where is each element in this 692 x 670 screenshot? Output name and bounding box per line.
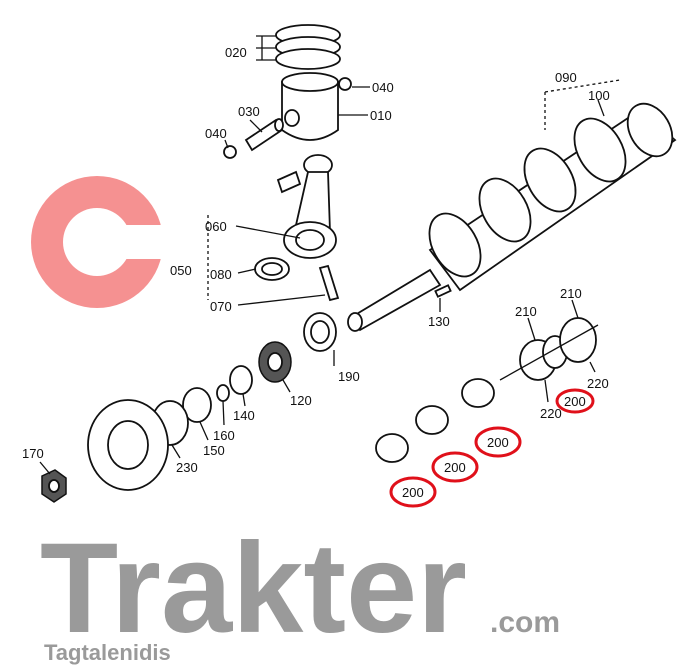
label-100: 100 — [588, 88, 610, 103]
watermark-tagline: Tagtalenidis — [44, 640, 171, 665]
label-020: 020 — [225, 45, 247, 60]
piston-pin — [223, 118, 284, 159]
crankshaft — [347, 102, 677, 332]
label-140: 140 — [233, 408, 255, 423]
label-190: 190 — [338, 369, 360, 384]
label-160: 160 — [213, 428, 235, 443]
label-040-left: 040 — [205, 126, 227, 141]
label-030: 030 — [238, 104, 260, 119]
label-060: 060 — [205, 219, 227, 234]
leader-lines — [39, 35, 621, 475]
label-200: 200 — [402, 485, 424, 500]
connecting-rod — [254, 154, 340, 302]
highlight-200-2: 200 — [474, 426, 522, 458]
highlight-200-4: 200 — [389, 476, 437, 508]
label-200: 200 — [444, 460, 466, 475]
label-220-left: 220 — [540, 406, 562, 421]
front-parts — [41, 312, 337, 503]
label-200: 200 — [487, 435, 509, 450]
highlight-200-3: 200 — [431, 451, 479, 483]
highlight-200-1: 200 — [555, 388, 595, 414]
label-010: 010 — [370, 108, 392, 123]
label-230: 230 — [176, 460, 198, 475]
piston — [281, 72, 352, 141]
label-050: 050 — [170, 263, 192, 278]
label-210-left: 210 — [515, 304, 537, 319]
label-200: 200 — [564, 394, 586, 409]
label-090: 090 — [555, 70, 577, 85]
label-150: 150 — [203, 443, 225, 458]
watermark-domain: .com — [490, 606, 560, 639]
main-bearings — [375, 317, 599, 463]
label-210-right: 210 — [560, 286, 582, 301]
watermark-logo — [31, 176, 177, 308]
label-170: 170 — [22, 446, 44, 461]
label-080: 080 — [210, 267, 232, 282]
label-070: 070 — [210, 299, 232, 314]
label-220-right: 220 — [587, 376, 609, 391]
label-130: 130 — [428, 314, 450, 329]
watermark-brand: Trakter — [40, 517, 467, 660]
piston-rings — [275, 24, 341, 70]
watermark-text: Trakter .com Tagtalenidis — [40, 517, 560, 665]
label-120: 120 — [290, 393, 312, 408]
label-040-top: 040 — [372, 80, 394, 95]
